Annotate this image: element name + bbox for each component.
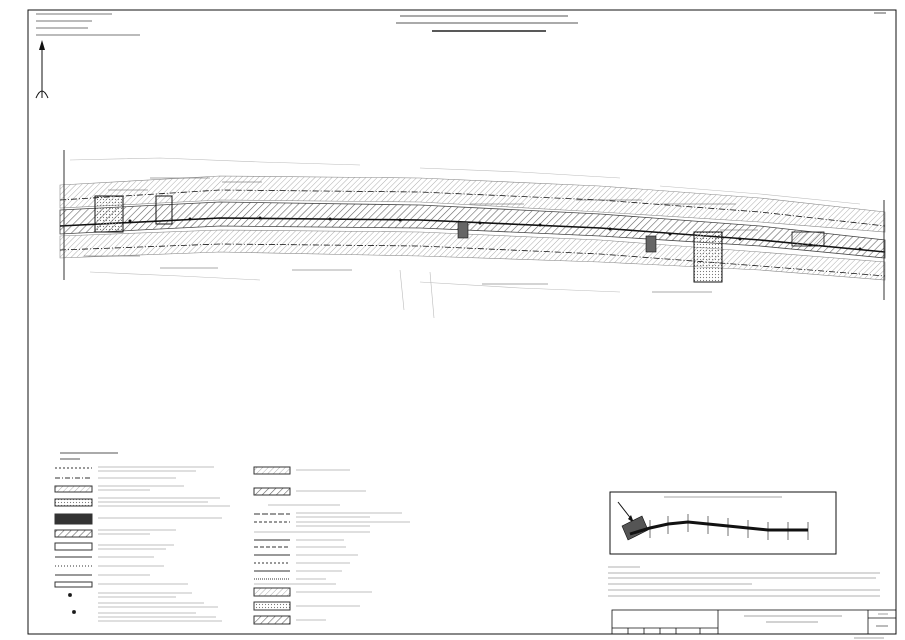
structure-left-2 <box>155 195 173 225</box>
structure-left <box>94 195 124 233</box>
structure-right <box>693 231 723 283</box>
hatched-zone-main <box>59 201 886 259</box>
inset-scheme <box>609 491 837 555</box>
pipeline-axis <box>59 217 886 253</box>
boundary-line-lower <box>59 243 886 277</box>
top-left-stamp <box>36 13 140 36</box>
title-block <box>611 609 897 639</box>
north-arrow-icon <box>35 40 49 99</box>
structure-mid <box>457 221 469 239</box>
notes <box>608 566 880 597</box>
sheet-header <box>396 12 886 32</box>
hatched-zone-lower <box>59 229 886 281</box>
building-far-right <box>791 231 825 247</box>
parcel-map <box>59 150 886 319</box>
legend <box>54 452 410 625</box>
outer-frame <box>27 9 897 635</box>
structure-right-2 <box>645 235 657 253</box>
boundary-line-upper <box>59 189 886 227</box>
